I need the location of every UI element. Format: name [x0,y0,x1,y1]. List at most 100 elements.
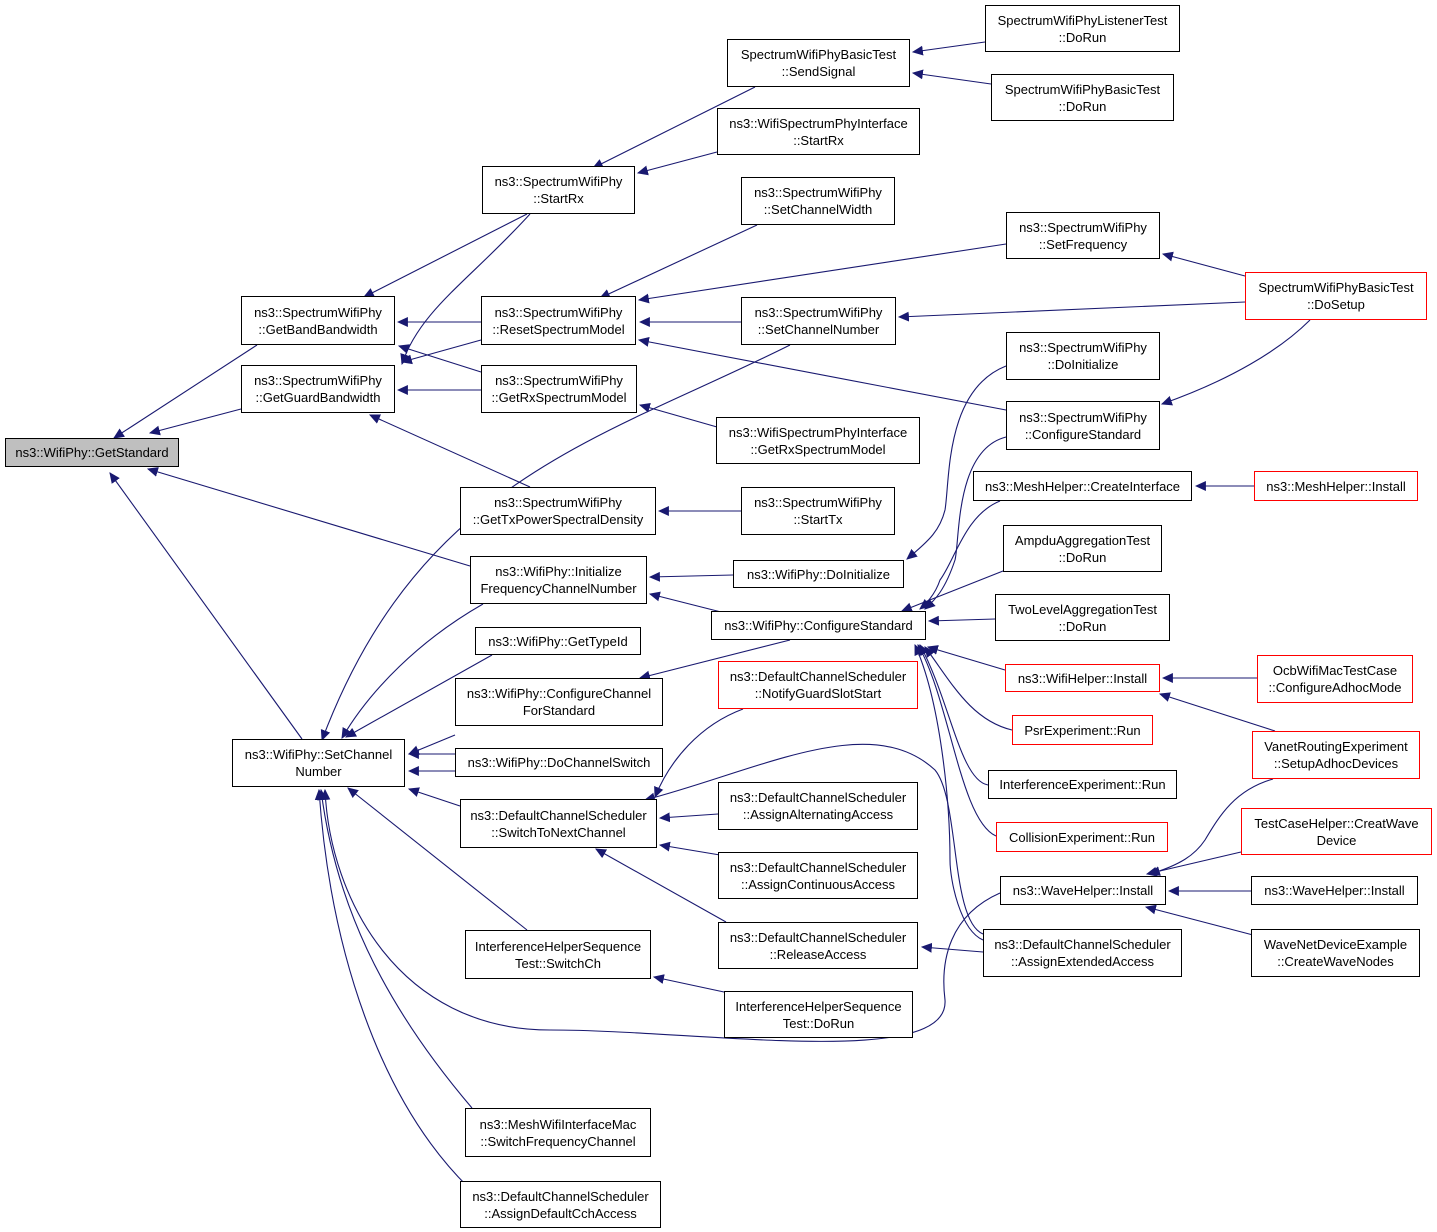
node-wavend_create[interactable]: WaveNetDeviceExample::CreateWaveNodes [1251,929,1420,977]
node-swp_startrx[interactable]: ns3::SpectrumWifiPhy::StartRx [482,166,635,214]
node-twolevel_dorun[interactable]: TwoLevelAggregationTest::DoRun [995,594,1170,641]
node-swpbt_dosetup[interactable]: SpectrumWifiPhyBasicTest::DoSetup [1245,272,1427,320]
node-swp_setchanwidth[interactable]: ns3::SpectrumWifiPhy::SetChannelWidth [741,177,895,225]
node-label-line: ns3::WifiPhy::DoInitialize [746,566,891,582]
edge-swp_setchannum-to-setchannum [320,344,791,742]
node-wifihelper_install[interactable]: ns3::WifiHelper::Install [1005,664,1160,692]
node-gettypeid[interactable]: ns3::WifiPhy::GetTypeId [475,627,641,655]
node-label-line: ::StartRx [793,132,844,148]
node-getrxspec[interactable]: ns3::SpectrumWifiPhy::GetRxSpectrumModel [481,365,637,413]
node-label-line: ::ReleaseAccess [769,946,867,962]
edge-meshwifi_sfc-to-setchannum [317,788,473,1109]
node-label-line: ns3::WifiPhy::GetStandard [15,445,169,460]
node-dcs_assigncont[interactable]: ns3::DefaultChannelScheduler::AssignCont… [718,852,918,899]
node-interf_run[interactable]: InterferenceExperiment::Run [988,770,1177,799]
edge-tch_creatwave-to-wavehelper_install [1145,851,1242,877]
node-label-line: Test::SwitchCh [515,955,601,971]
node-label-line: ForStandard [522,703,596,718]
node-label-line: ns3::MeshHelper::Install [1266,478,1406,494]
node-label-line: TwoLevelAggregationTest [1008,601,1157,617]
node-label-line: WaveNetDeviceExample [1263,937,1408,952]
edge-interf_run-to-wifiphy_confstd [919,644,989,786]
node-swp_setchannum[interactable]: ns3::SpectrumWifiPhy::SetChannelNumber [741,297,896,345]
node-label-line: ::GetGuardBandwidth [255,390,381,405]
node-dochanswitch[interactable]: ns3::WifiPhy::DoChannelSwitch [455,748,663,777]
edge-wspi_getrxspec-to-getrxspec [638,402,718,428]
node-swp_confstd[interactable]: ns3::SpectrumWifiPhy::ConfigureStandard [1006,401,1160,450]
node-dcs_switchnext[interactable]: ns3::DefaultChannelScheduler::SwitchToNe… [460,799,657,848]
node-wifiphy_confstd[interactable]: ns3::WifiPhy::ConfigureStandard [711,611,926,640]
node-meshhelper_ci[interactable]: ns3::MeshHelper::CreateInterface [973,471,1192,501]
node-label-line: ns3::SpectrumWifiPhy [494,304,623,320]
node-wspi_startrx[interactable]: ns3::WifiSpectrumPhyInterface::StartRx [717,108,920,155]
node-label-line: FrequencyChannelNumber [480,581,637,596]
node-label-line: ns3::WifiPhy::Initialize [495,564,622,579]
node-label-line: ::SetChannelNumber [757,322,880,337]
node-ampdu_dorun[interactable]: AmpduAggregationTest::DoRun [1003,525,1162,572]
edge-getrxspec-to-getbandbw [397,344,482,373]
node-wavehelper_install[interactable]: ns3::WaveHelper::Install [1000,876,1166,905]
node-swplt_dorun[interactable]: SpectrumWifiPhyListenerTest::DoRun [985,5,1180,52]
node-dcs_notifyguard[interactable]: ns3::DefaultChannelScheduler::NotifyGuar… [718,661,918,709]
node-label-line: ns3::DefaultChannelScheduler [470,807,647,823]
node-dcs_release[interactable]: ns3::DefaultChannelScheduler::ReleaseAcc… [718,922,918,969]
node-getguardbw[interactable]: ns3::SpectrumWifiPhy::GetGuardBandwidth [241,365,395,413]
node-wavehelper_install2[interactable]: ns3::WaveHelper::Install [1251,876,1418,905]
edge-wifihelper_install-to-wifiphy_confstd [926,645,1006,671]
node-label-line: ns3::WifiHelper::Install [1017,670,1148,686]
node-label-line: ::SetFrequency [1038,236,1128,252]
node-label-line: ::SendSignal [781,64,856,79]
node-label-line: ns3::WifiPhy::DoChannelSwitch [467,755,651,770]
node-label-line: ::NotifyGuardSlotStart [754,686,882,701]
edge-vanet_setup-to-wavehelper_install [1148,778,1274,876]
node-label-line: TestCaseHelper::CreatWave [1254,815,1419,831]
node-collision_run[interactable]: CollisionExperiment::Run [996,822,1168,852]
edge-vanet_setup-to-wifihelper_install [1158,692,1276,732]
edge-dcs_assignalt-to-dcs_switchnext [658,812,719,823]
node-label-line: SpectrumWifiPhyBasicTest [1004,81,1161,97]
node-getbandbw[interactable]: ns3::SpectrumWifiPhy::GetBandBandwidth [241,296,395,345]
node-label-line: ns3::SpectrumWifiPhy [1019,340,1147,355]
node-swp_starttx[interactable]: ns3::SpectrumWifiPhy::StartTx [741,487,895,535]
node-label-line: ::DoRun [1058,618,1107,634]
node-wspi_getrxspec[interactable]: ns3::WifiSpectrumPhyInterface::GetRxSpec… [716,417,920,464]
node-swp_setfreq[interactable]: ns3::SpectrumWifiPhy::SetFrequency [1006,212,1160,259]
node-vanet_setup[interactable]: VanetRoutingExperiment::SetupAdhocDevice… [1252,731,1420,779]
node-ocb_confadhoc[interactable]: OcbWifiMacTestCase::ConfigureAdhocMode [1257,655,1413,703]
node-wifiphy_doinit[interactable]: ns3::WifiPhy::DoInitialize [733,560,904,588]
node-label-line: ns3::SpectrumWifiPhy [1019,219,1147,235]
node-meshhelper_install[interactable]: ns3::MeshHelper::Install [1254,471,1418,501]
edge-setchannum-to-getstandard [109,472,303,740]
node-swpbt_sendsignal[interactable]: SpectrumWifiPhyBasicTest::SendSignal [727,39,910,87]
node-resetspec[interactable]: ns3::SpectrumWifiPhy::ResetSpectrumModel [481,296,636,345]
edge-swpbt_dorun-to-swpbt_sendsignal [911,69,992,85]
edge-swp_startrx-to-getbandbw [363,213,528,298]
node-meshwifi_sfc[interactable]: ns3::MeshWifiInterfaceMac::SwitchFrequen… [465,1108,651,1157]
node-psr_run[interactable]: PsrExperiment::Run [1012,715,1153,745]
node-label-line: ::SwitchToNextChannel [491,824,626,840]
edge-resetspec-to-getguardbw [400,339,482,365]
edge-gettxpsd-to-getguardbw [368,414,531,488]
edge-psr_run-to-wifiphy_confstd [924,646,1013,731]
edge-swplt_dorun-to-swpbt_sendsignal [911,41,986,56]
node-dcs_assignext[interactable]: ns3::DefaultChannelScheduler::AssignExte… [983,929,1182,977]
node-gettxpsd[interactable]: ns3::SpectrumWifiPhy::GetTxPowerSpectral… [460,487,656,535]
node-label-line: ns3::MeshHelper::CreateInterface [984,478,1181,494]
node-dcs_assigndefault[interactable]: ns3::DefaultChannelScheduler::AssignDefa… [460,1181,661,1228]
edge-swp_setchanwidth-to-resetspec [599,224,758,299]
node-label-line: ::SetChannelWidth [763,202,873,217]
node-label-line: ::AssignDefaultCchAccess [484,1205,637,1221]
node-swp_doinit[interactable]: ns3::SpectrumWifiPhy::DoInitialize [1006,332,1160,380]
node-label-line: ::DoRun [1058,549,1107,565]
node-label-line: OcbWifiMacTestCase [1272,663,1398,678]
node-label-line: ns3::WaveHelper::Install [1012,883,1154,898]
node-dcs_assignalt[interactable]: ns3::DefaultChannelScheduler::AssignAlte… [718,782,918,830]
node-swpbt_dorun[interactable]: SpectrumWifiPhyBasicTest::DoRun [991,74,1174,121]
edge-confchanstd-to-setchannum [407,734,456,755]
